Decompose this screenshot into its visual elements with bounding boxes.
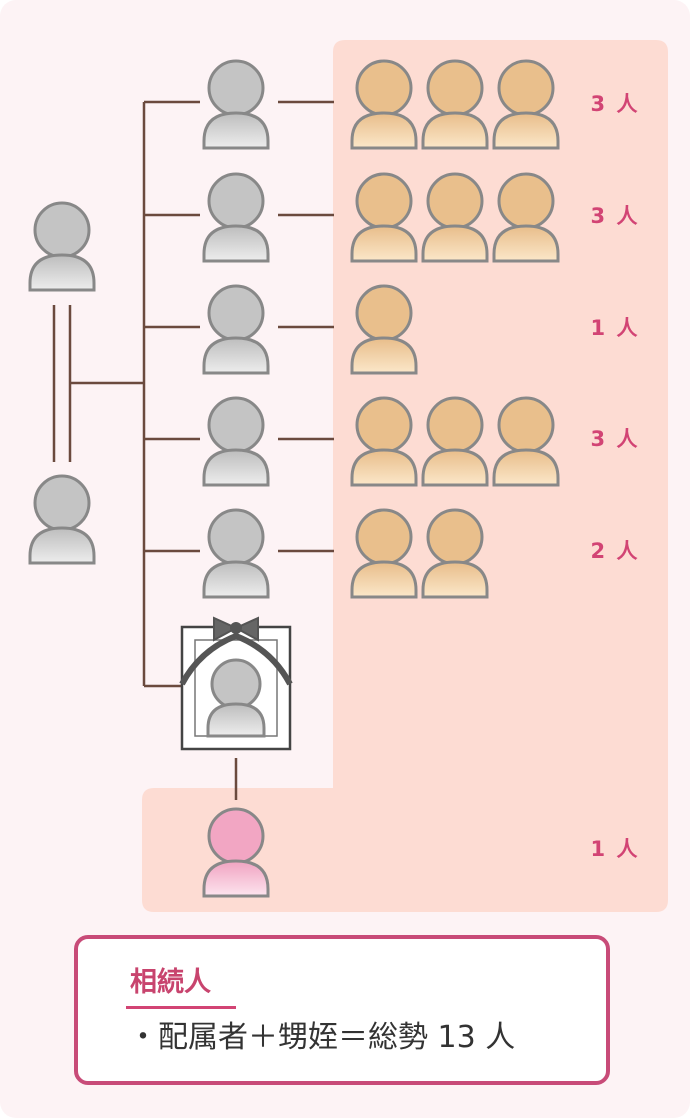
row-count-label: 3 人 bbox=[590, 204, 640, 228]
spouse-person-icon bbox=[202, 807, 270, 898]
sibling-person-icon bbox=[202, 508, 270, 599]
sibling-person-icon bbox=[202, 172, 270, 263]
nephew-person-icon bbox=[492, 172, 560, 263]
legend-title: 相続人 bbox=[130, 967, 211, 998]
nephew-person-icon bbox=[421, 172, 489, 263]
row-count-label: 3 人 bbox=[590, 92, 640, 116]
legend-description: ・配属者＋甥姪＝総勢 13 人 bbox=[128, 1020, 516, 1055]
row-count-label: 1 人 bbox=[590, 316, 640, 340]
sibling-person-icon bbox=[202, 396, 270, 487]
memorial-portrait-icon bbox=[179, 616, 293, 751]
legend-box: 相続人 ・配属者＋甥姪＝総勢 13 人 bbox=[74, 935, 610, 1085]
nephew-person-icon bbox=[350, 284, 418, 375]
nephew-person-icon bbox=[350, 508, 418, 599]
parent-person-icon bbox=[28, 201, 96, 292]
nephew-person-icon bbox=[421, 508, 489, 599]
heir-count-label: 1 人 bbox=[590, 837, 640, 861]
parent-person-icon bbox=[28, 474, 96, 565]
legend-title-underline bbox=[126, 1006, 236, 1009]
nephew-person-icon bbox=[350, 59, 418, 150]
row-count-label: 3 人 bbox=[590, 427, 640, 451]
nephew-person-icon bbox=[421, 396, 489, 487]
connector-lines bbox=[52, 100, 334, 800]
sibling-person-icon bbox=[202, 59, 270, 150]
nephew-person-icon bbox=[492, 396, 560, 487]
nephew-person-icon bbox=[350, 396, 418, 487]
nephew-person-icon bbox=[421, 59, 489, 150]
sibling-person-icon bbox=[202, 284, 270, 375]
row-count-label: 2 人 bbox=[590, 539, 640, 563]
nephew-person-icon bbox=[350, 172, 418, 263]
nephew-person-icon bbox=[492, 59, 560, 150]
